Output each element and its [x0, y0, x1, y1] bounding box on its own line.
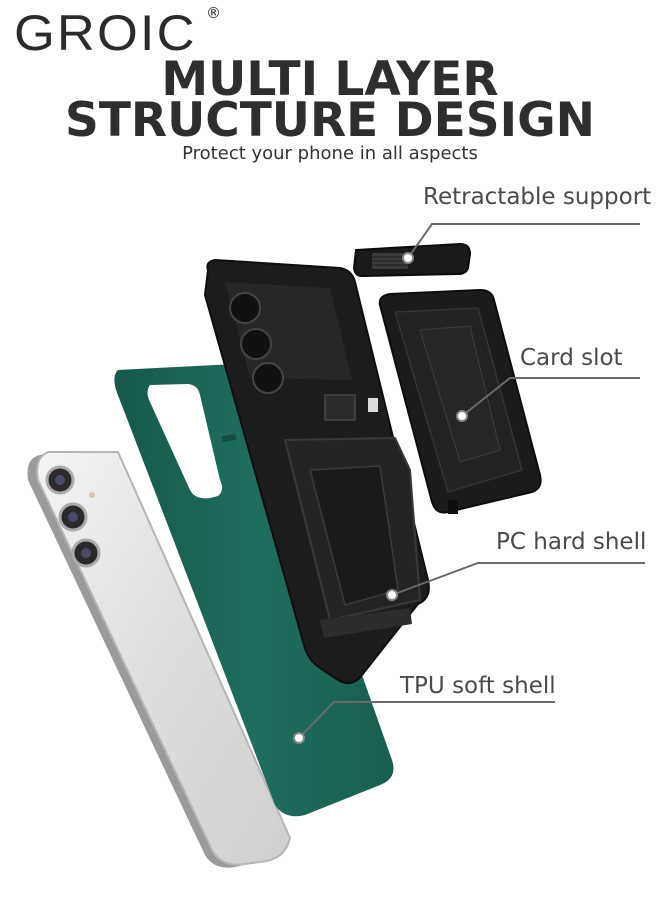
callout-label-tpu-soft-shell: TPU soft shell	[400, 673, 556, 699]
callout-line-card-slot	[461, 377, 640, 417]
registered-mark: ®	[206, 4, 221, 22]
headline-line-2: STRUCTURE DESIGN	[64, 93, 595, 148]
callout-dot-pc-hard-shell	[386, 589, 398, 601]
card-slot-plate	[378, 288, 542, 514]
callout-label-card-slot: Card slot	[520, 345, 623, 371]
phone-back	[27, 451, 292, 868]
callout-dot-tpu-soft-shell	[293, 732, 305, 744]
callout-dot-card-slot	[456, 410, 468, 422]
callout-dots	[293, 252, 468, 744]
callout-line-retractable-support	[407, 223, 640, 259]
pc-hard-shell	[203, 258, 430, 685]
callout-dot-retractable-support	[402, 252, 414, 264]
tagline: Protect your phone in all aspects	[182, 143, 478, 164]
callout-label-retractable-support: Retractable support	[423, 184, 652, 210]
callout-lines	[298, 223, 645, 739]
tpu-soft-shell	[114, 363, 394, 817]
headline-line-1: MULTI LAYER	[161, 52, 499, 107]
callout-line-pc-hard-shell	[391, 562, 645, 596]
camera-lenses	[45, 465, 101, 568]
callout-line-tpu-soft-shell	[298, 701, 555, 739]
brand-logo: GROIC	[14, 5, 197, 61]
callout-label-pc-hard-shell: PC hard shell	[496, 529, 647, 555]
